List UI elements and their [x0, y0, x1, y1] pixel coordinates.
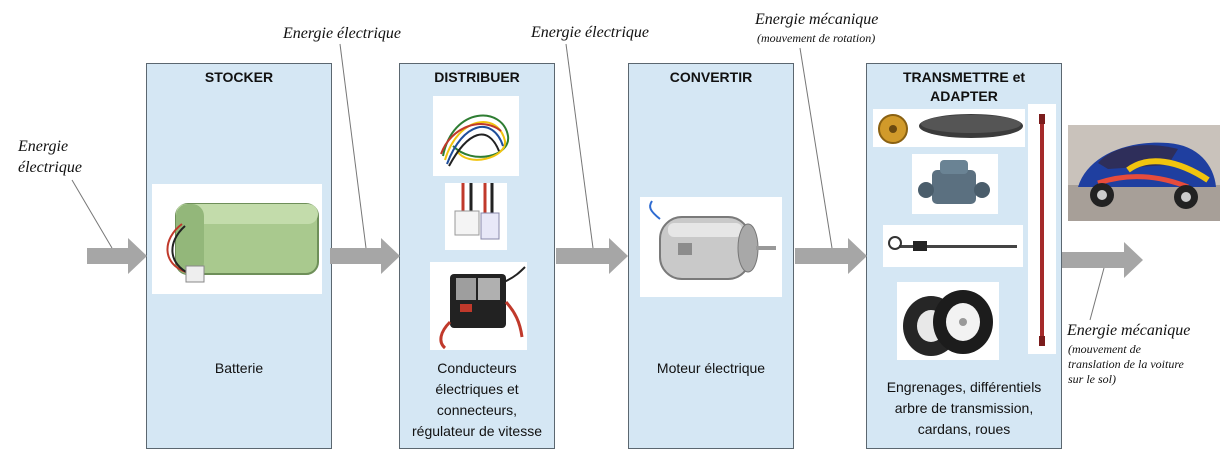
- block-title: CONVERTIR: [669, 69, 753, 85]
- block-stocker: STOCKER Batterie: [146, 63, 332, 449]
- wires-image: [433, 96, 519, 176]
- block-title: TRANSMETTRE et ADAPTER: [902, 69, 1026, 104]
- leader-elec-1: [339, 43, 367, 249]
- block-convertir: CONVERTIR Moteur électrique: [628, 63, 794, 449]
- label-energie-electrique-input: Energie électrique: [18, 138, 82, 176]
- label-mouvement-translation: (mouvement de translation de la voiture …: [1068, 342, 1184, 386]
- wheels-image: [897, 282, 999, 360]
- battery-image: [152, 184, 322, 294]
- connector-image: [445, 183, 507, 250]
- label-mouvement-rotation: (mouvement de rotation): [757, 31, 876, 45]
- block-title: DISTRIBUER: [434, 69, 520, 85]
- arrow-elec-1: [330, 238, 400, 274]
- arrow-input: [87, 238, 147, 274]
- arrow-meca-rot: [795, 238, 867, 274]
- block-caption: Conducteurs électriques et connecteurs, …: [412, 360, 542, 439]
- arrow-elec-2: [556, 238, 628, 274]
- leader-elec-2: [565, 43, 594, 249]
- block-caption: Moteur électrique: [656, 360, 766, 376]
- block-title: STOCKER: [204, 69, 274, 85]
- label-energie-electrique-2: Energie électrique: [531, 24, 650, 41]
- leader-meca-trans: [1089, 267, 1105, 321]
- block-caption: Batterie: [214, 360, 264, 376]
- block-caption: Engrenages, différentiels arbre de trans…: [886, 379, 1042, 437]
- cardan-shaft-image: [883, 225, 1023, 267]
- label-energie-electrique-1: Energie électrique: [283, 25, 402, 42]
- rc-car-image: [1068, 125, 1220, 221]
- transmission-shaft-image: [1028, 104, 1056, 354]
- block-distribuer: DISTRIBUER Conducteurs é: [399, 63, 555, 449]
- gears-image: [873, 109, 1025, 147]
- label-energie-mecanique-translation: Energie mécanique: [1067, 322, 1191, 339]
- speed-controller-image: [430, 262, 527, 350]
- leader-input: [71, 179, 113, 249]
- arrow-output: [1062, 242, 1143, 278]
- leader-meca-rot: [799, 47, 833, 249]
- label-energie-mecanique-rotation: Energie mécanique: [755, 11, 879, 28]
- motor-image: [640, 197, 782, 297]
- differential-image: [912, 154, 998, 214]
